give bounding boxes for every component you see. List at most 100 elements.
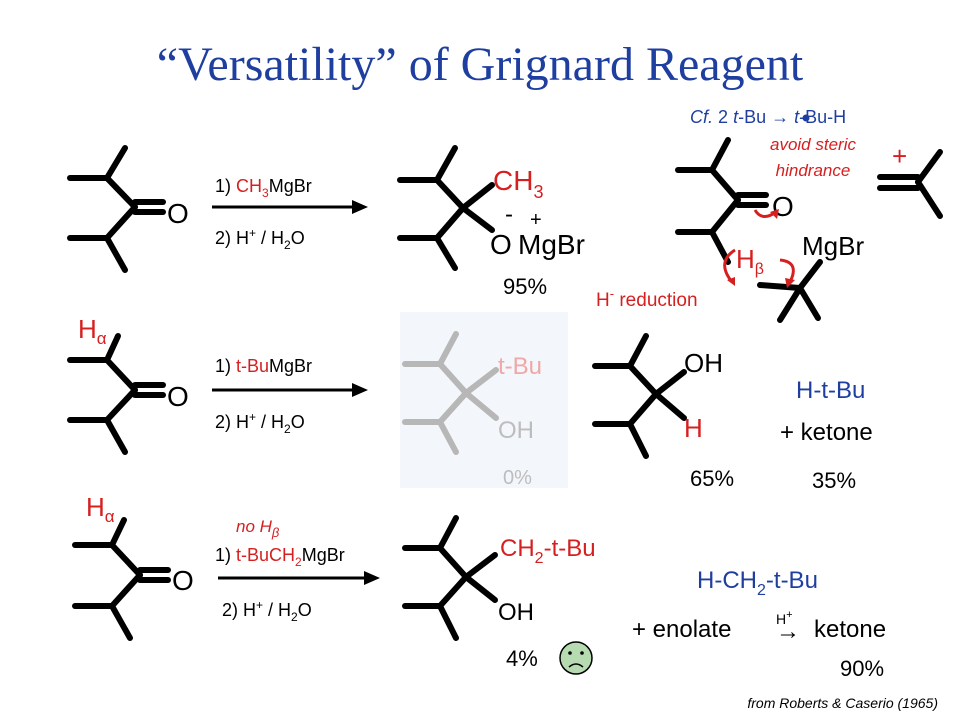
faded-panel (400, 312, 568, 488)
bond (709, 167, 741, 203)
row1-yield: 95% (503, 274, 547, 299)
bond (104, 145, 128, 181)
row3-ketone: Hα O (72, 492, 194, 641)
row1-reaction-arrow: 1) CH3MgBr 2) H+ / H2O (212, 176, 368, 252)
bond (709, 197, 741, 235)
reagent-step2: 2) H+ / H2O (222, 598, 312, 624)
product-mgbr: MgBr (518, 229, 585, 260)
bond (777, 285, 803, 323)
bond (434, 205, 466, 241)
bond (463, 574, 498, 603)
bond (104, 387, 138, 423)
charge-plus: + (530, 209, 542, 231)
bond (797, 285, 821, 321)
protonation-arrow: → (776, 618, 800, 645)
bond (653, 369, 687, 397)
faded-tbu: t-Bu (498, 353, 542, 380)
curly-arrowhead (727, 277, 735, 286)
row3-yield: 4% (506, 646, 538, 671)
bond (104, 357, 138, 393)
bond (437, 390, 469, 425)
side-yield: 35% (812, 468, 856, 493)
sad-face-icon (559, 641, 593, 675)
bond (627, 391, 659, 427)
bond (434, 235, 458, 271)
product-hydrogen: H (684, 413, 703, 443)
bond (757, 282, 803, 291)
no-h-beta-note: no Hβ (236, 517, 280, 540)
product-neopentyl: CH2-t-Bu (500, 535, 596, 567)
bond (434, 145, 458, 183)
row2-product: OH H 65% (592, 333, 734, 491)
curly-arrowhead (770, 209, 779, 219)
slide-title: “Versatility” of Grignard Reagent (157, 38, 804, 91)
h-beta: Hβ (736, 244, 764, 278)
row1-product: CH3 - + O MgBr 95% (397, 145, 585, 299)
arrow-head (352, 200, 368, 214)
bond (437, 545, 469, 580)
bond (709, 137, 731, 173)
bond (797, 259, 823, 291)
reagent-step2: 2) H+ / H2O (215, 226, 305, 252)
curly-arrow-mg (779, 258, 795, 283)
bond (104, 175, 138, 210)
bond (434, 177, 466, 211)
faded-oh: OH (498, 417, 534, 444)
ketone-label: ketone (814, 616, 886, 643)
bond (460, 205, 495, 233)
row3-reaction-arrow: no Hβ 1) t-BuCH2MgBr 2) H+ / H2O (215, 517, 380, 624)
hydride-reduction-label: H- reduction (596, 286, 698, 311)
faded-yield: 0% (503, 467, 532, 489)
row1-ketone: O (67, 145, 189, 273)
steric-note-line2: hindrance (776, 161, 851, 180)
arrow-head (352, 383, 368, 397)
citation: from Roberts & Caserio (1965) (747, 695, 938, 711)
row3-product: CH2-t-Bu OH 4% (402, 515, 596, 675)
row2-faded-product: t-Bu OH 0% (400, 312, 568, 489)
side-product-neopentane: H-CH2-t-Bu (697, 567, 818, 599)
bond (109, 517, 127, 548)
ketone-oxygen: O (167, 381, 189, 412)
h-alpha: Hα (78, 314, 107, 348)
bond (437, 603, 459, 641)
curly-arrow-h (723, 248, 736, 283)
bond (109, 603, 133, 641)
ketone-oxygen: O (167, 198, 189, 229)
side-product-ketone: + ketone (780, 419, 873, 446)
reagent-step2: 2) H+ / H2O (215, 410, 305, 436)
bond (109, 572, 143, 609)
product-methyl: CH3 (493, 165, 543, 202)
bond (437, 574, 469, 609)
row2-side-products: H-t-Bu + ketone 35% (780, 377, 873, 493)
mechanism-panel: Cf. 2 t-Bu → t-Bu-H avoid steric hindran… (596, 107, 943, 323)
charge-minus: - (505, 201, 513, 228)
product-oxygen: O (490, 229, 512, 260)
side-yield: 90% (840, 656, 884, 681)
row3-side-products: H-CH2-t-Bu + enolate H+ → ketone 90% (632, 567, 886, 681)
bond (463, 390, 499, 421)
arrow-head (364, 571, 380, 585)
product-hydroxyl: OH (498, 599, 534, 626)
radical-dot (802, 114, 810, 122)
bond (653, 391, 687, 421)
reagent-step1: 1) t-BuMgBr (215, 356, 312, 376)
ketone-oxygen: O (172, 565, 194, 596)
row2-ketone: Hα O (67, 314, 189, 455)
bond (627, 363, 659, 397)
bond (437, 419, 459, 455)
row2-yield: 65% (690, 466, 734, 491)
mechanism-mgbr: MgBr (802, 231, 864, 261)
bond (915, 179, 943, 219)
side-product-isobutane: H-t-Bu (796, 377, 865, 404)
reagent-step1: 1) CH3MgBr (215, 176, 312, 200)
steric-note-line1: avoid steric (770, 135, 856, 154)
plus-sign: + (892, 141, 907, 171)
bond (437, 515, 459, 551)
bond (709, 229, 731, 265)
product-hydroxyl: OH (684, 348, 723, 378)
bond (627, 421, 649, 459)
cf-note: Cf. 2 t-Bu → t-Bu-H (690, 107, 846, 127)
bond (109, 542, 143, 578)
